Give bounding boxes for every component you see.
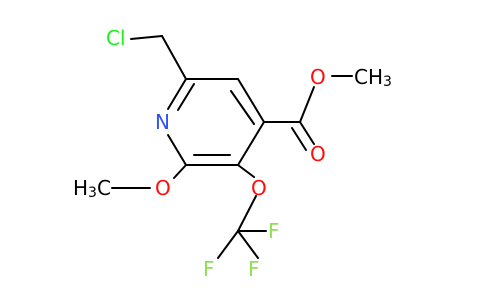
atom-o-ocf3: O [251, 176, 267, 200]
atom-cl: Cl [106, 26, 126, 50]
bond-ccarbonyl-o-single [299, 86, 315, 123]
bond-c4-c3 [237, 121, 265, 166]
bond-c3-o-ocf3 [237, 164, 255, 178]
atom-o-carbonyl: O [310, 142, 326, 166]
bond-cf3-f-right2 [237, 230, 259, 259]
atom-h3c-sub: 3 [88, 185, 97, 201]
bond-n-c6 [167, 78, 187, 110]
bond-cl-ch2 [130, 35, 163, 40]
atom-f-right: F [268, 219, 280, 243]
atom-n-ring: N [155, 110, 170, 134]
atom-ch3-ester: CH3 [354, 65, 392, 90]
bond-ch2-c6 [161, 35, 187, 80]
atom-h3c-main: H [73, 176, 88, 200]
atom-h3c-methoxy: H3C [73, 176, 111, 201]
bonds [111, 35, 353, 259]
bond-c2-o-methoxy [173, 164, 187, 179]
bond-cf3-f-left [217, 230, 239, 259]
atom-h3c-suffix: C [97, 176, 111, 200]
atom-ch3-ester-main: CH [354, 65, 383, 89]
bond-ccarbonyl-o-double-a [299, 121, 315, 145]
atom-ch3-ester-sub: 3 [383, 74, 392, 90]
bond-o-cf3 [237, 195, 257, 232]
bond-c5-c4 [237, 78, 265, 123]
atom-o-ester-single: O [310, 65, 326, 89]
bond-n-c6-double [177, 83, 195, 111]
bond-c2-n [167, 134, 187, 166]
atom-f-right2: F [248, 257, 260, 281]
atom-o-methoxy: O [155, 176, 171, 200]
bond-ccarbonyl-o-double-b [291, 127, 307, 151]
bond-c5-c4-double [230, 90, 255, 125]
atom-f-left: F [203, 257, 215, 281]
atom-labels: Cl N O CH3 O H3C O O F F F [73, 26, 392, 281]
